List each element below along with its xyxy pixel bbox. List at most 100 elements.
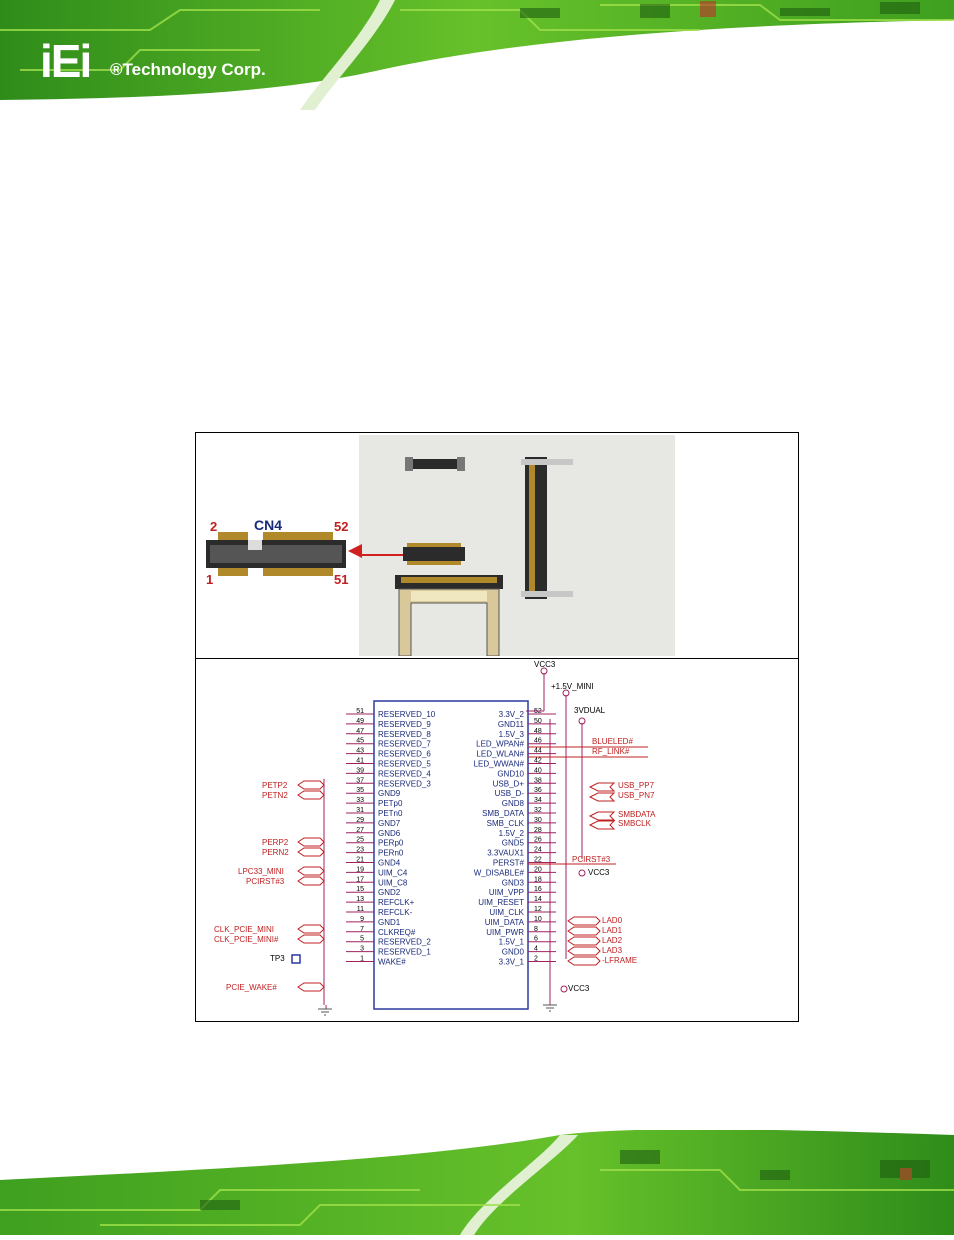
- net-smbclk: SMBCLK: [618, 819, 652, 828]
- left-pin-number: 27: [356, 827, 364, 834]
- power-rails: [323, 673, 583, 1009]
- net-smbdata: SMBDATA: [618, 810, 656, 819]
- pcb-footer-graphic: [0, 1129, 954, 1235]
- minicard-slot-thumb: [403, 543, 465, 565]
- right-net-labels: BLUELED# RF_LINK# USB_PP7 USB_PN7 SMBDAT…: [572, 737, 656, 965]
- left-pin-number: 51: [356, 708, 364, 715]
- connector-name-label: CN4: [254, 517, 282, 533]
- board-layout-graphic: [349, 435, 675, 657]
- left-pin-number: 23: [356, 847, 364, 854]
- left-pin-name: GND7: [378, 819, 401, 828]
- left-pin-name: RESERVED_7: [378, 740, 431, 749]
- right-pin-number: 48: [534, 728, 542, 735]
- right-net-wires: [528, 746, 648, 966]
- left-pin-number: 49: [356, 718, 364, 725]
- net-usb-pn7: USB_PN7: [618, 791, 655, 800]
- left-pin-name: RESERVED_6: [378, 750, 431, 759]
- net-usb-pp7: USB_PP7: [618, 781, 655, 790]
- vcc3-bottom-terminal: [560, 985, 568, 993]
- left-pin-number: 5: [360, 936, 364, 943]
- net-blueled: BLUELED#: [592, 737, 633, 746]
- company-logo-mark: iEi: [40, 35, 92, 87]
- right-pin-number: 22: [534, 857, 542, 864]
- right-pin-number: 16: [534, 886, 542, 893]
- left-pin-name: PERp0: [378, 839, 404, 848]
- right-pin-number: 24: [534, 847, 542, 854]
- supply-vcc3-mid: VCC3: [588, 868, 610, 877]
- right-pin-name: 3.3V_1: [499, 958, 525, 967]
- vcc3-mid-terminal: [578, 869, 586, 877]
- left-pin-number: 29: [356, 817, 364, 824]
- right-pin-number: 46: [534, 738, 542, 745]
- figure-divider: [196, 658, 798, 659]
- right-pin-name: GND10: [497, 769, 524, 778]
- right-pin-name: SMB_DATA: [482, 809, 525, 818]
- right-pin-number: 26: [534, 837, 542, 844]
- right-pin-name: LED_WLAN#: [476, 750, 524, 759]
- connector-closeup: 2 CN4 52 1 51: [206, 517, 348, 587]
- right-pin-name: GND8: [502, 799, 525, 808]
- pin-label-top-left: 2: [210, 519, 217, 534]
- right-pin-number: 30: [534, 817, 542, 824]
- net-lpc33: LPC33_MINI: [238, 867, 284, 876]
- left-pin-number: 45: [356, 738, 364, 745]
- right-pin-name: PERST#: [493, 859, 525, 868]
- right-pin-name: UIM_PWR: [486, 928, 524, 937]
- right-pin-name: USB_D-: [495, 789, 525, 798]
- net-pcirst-right: PCIRST#3: [572, 855, 611, 864]
- left-pin-number: 25: [356, 837, 364, 844]
- ground-symbols: [318, 1004, 557, 1016]
- left-pin-number: 15: [356, 886, 364, 893]
- ic-body: [373, 700, 529, 1010]
- supply-3vdual: 3VDUAL: [574, 706, 606, 715]
- supply-v15: +1.5V_MINI: [551, 682, 593, 691]
- connector-pins-top: [218, 532, 333, 540]
- company-logo-text: ®Technology Corp.: [110, 60, 266, 79]
- right-pin-number: 40: [534, 767, 542, 774]
- right-pin-number: 34: [534, 797, 542, 804]
- net-clk-n: CLK_PCIE_MINI#: [214, 935, 279, 944]
- v15-terminal: [562, 689, 570, 697]
- left-pin-name: PETn0: [378, 809, 403, 818]
- right-pin-number: 10: [534, 916, 542, 923]
- net-lad3: LAD3: [602, 946, 623, 955]
- left-pin-name: CLKREQ#: [378, 928, 416, 937]
- left-pin-name: GND2: [378, 888, 401, 897]
- right-pin-number: 38: [534, 777, 542, 784]
- supply-vcc3-bottom: VCC3: [568, 984, 590, 993]
- right-pin-name: GND0: [502, 948, 525, 957]
- right-pin-name: 1.5V_1: [499, 938, 525, 947]
- right-pin-name: UIM_VPP: [489, 888, 524, 897]
- testpoint-tp3: TP3: [270, 954, 285, 963]
- left-pin-name: RESERVED_4: [378, 769, 431, 778]
- left-pin-name: GND4: [378, 859, 401, 868]
- supply-vcc3-top: VCC3: [534, 660, 556, 669]
- net-lad2: LAD2: [602, 936, 623, 945]
- right-pin-name: LED_WWAN#: [474, 760, 525, 769]
- v3dual-terminal: [578, 717, 586, 725]
- left-pin-number: 47: [356, 728, 364, 735]
- left-pin-name: REFCLK-: [378, 908, 413, 917]
- left-net-wires: [297, 780, 325, 992]
- left-pin-number: 9: [360, 916, 364, 923]
- net-petn2: PETN2: [262, 791, 288, 800]
- callout-arrow-head: [348, 544, 362, 558]
- net-perp2: PERP2: [262, 838, 289, 847]
- left-pin-number: 19: [356, 866, 364, 873]
- left-pin-name: RESERVED_5: [378, 760, 431, 769]
- left-pin-name: GND9: [378, 789, 401, 798]
- left-pin-number: 1: [360, 956, 364, 963]
- left-pin-name: GND1: [378, 918, 401, 927]
- pcb-header-graphic: [0, 0, 954, 110]
- pin-label-bottom-left: 1: [206, 572, 213, 587]
- left-pin-name: PETp0: [378, 799, 403, 808]
- right-pin-number: 4: [534, 946, 538, 953]
- right-pin-number: 42: [534, 758, 542, 765]
- net-petp2: PETP2: [262, 781, 288, 790]
- right-pin-name: GND3: [502, 878, 525, 887]
- left-pin-name: RESERVED_3: [378, 779, 431, 788]
- left-pin-name: UIM_C4: [378, 868, 408, 877]
- right-pin-number: 44: [534, 748, 542, 755]
- left-pin-number: 17: [356, 876, 364, 883]
